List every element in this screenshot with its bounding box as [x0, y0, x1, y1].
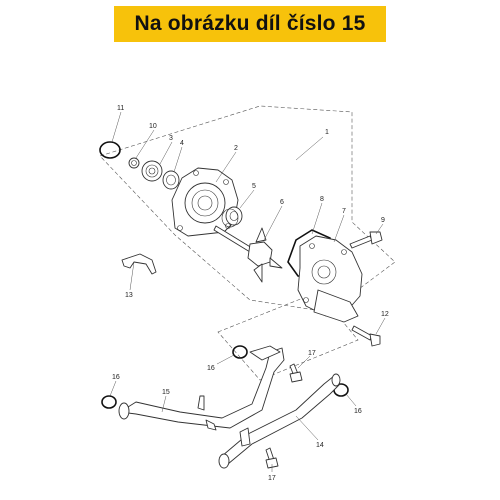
callout-8: 8	[320, 196, 324, 203]
callout-17-lower: 17	[268, 475, 276, 482]
callout-3: 3	[169, 135, 173, 142]
callout-14: 14	[316, 442, 324, 449]
pump-cover-7	[297, 235, 363, 323]
callout-16-center: 16	[207, 365, 215, 372]
title-banner: Na obrázku díl číslo 15	[114, 6, 386, 42]
pipe-15	[118, 345, 285, 431]
seal-10	[128, 157, 140, 169]
o-ring-16-center	[232, 345, 248, 359]
callout-labels: 1 2 3 4 5 6 7 8 9 10 11 12 13 14 15 16 1…	[112, 105, 389, 482]
callout-17-upper: 17	[308, 350, 316, 357]
callout-5: 5	[252, 183, 256, 190]
leader-lines	[109, 111, 386, 472]
callout-10: 10	[149, 123, 157, 130]
callout-13: 13	[125, 292, 133, 299]
callout-15: 15	[162, 389, 170, 396]
bolt-17-lower	[265, 447, 279, 469]
callout-16-left: 16	[112, 374, 120, 381]
callout-7: 7	[342, 208, 346, 215]
callout-1: 1	[325, 129, 329, 136]
callout-12: 12	[381, 311, 389, 318]
page-title: Na obrázku díl číslo 15	[134, 12, 366, 35]
assembly-boundary-lower	[217, 291, 359, 381]
callout-4: 4	[180, 140, 184, 147]
clip-13	[121, 253, 157, 275]
o-ring-16-left	[101, 395, 117, 409]
callout-16-right: 16	[354, 408, 362, 415]
bolt-12	[351, 325, 381, 347]
callout-6: 6	[280, 199, 284, 206]
callout-11: 11	[117, 105, 124, 112]
callout-2: 2	[234, 145, 238, 152]
bolt-9	[349, 231, 383, 249]
bolt-17-upper	[289, 363, 303, 383]
seal-4	[162, 170, 180, 190]
callout-9: 9	[381, 217, 385, 224]
assembly-boundary-upper	[99, 105, 396, 313]
impeller-6	[213, 225, 283, 283]
pipe-14	[218, 373, 341, 469]
seal-5	[221, 206, 243, 228]
o-ring-11	[99, 141, 121, 159]
bearing-3	[141, 160, 163, 182]
pump-housing-2	[171, 167, 239, 237]
